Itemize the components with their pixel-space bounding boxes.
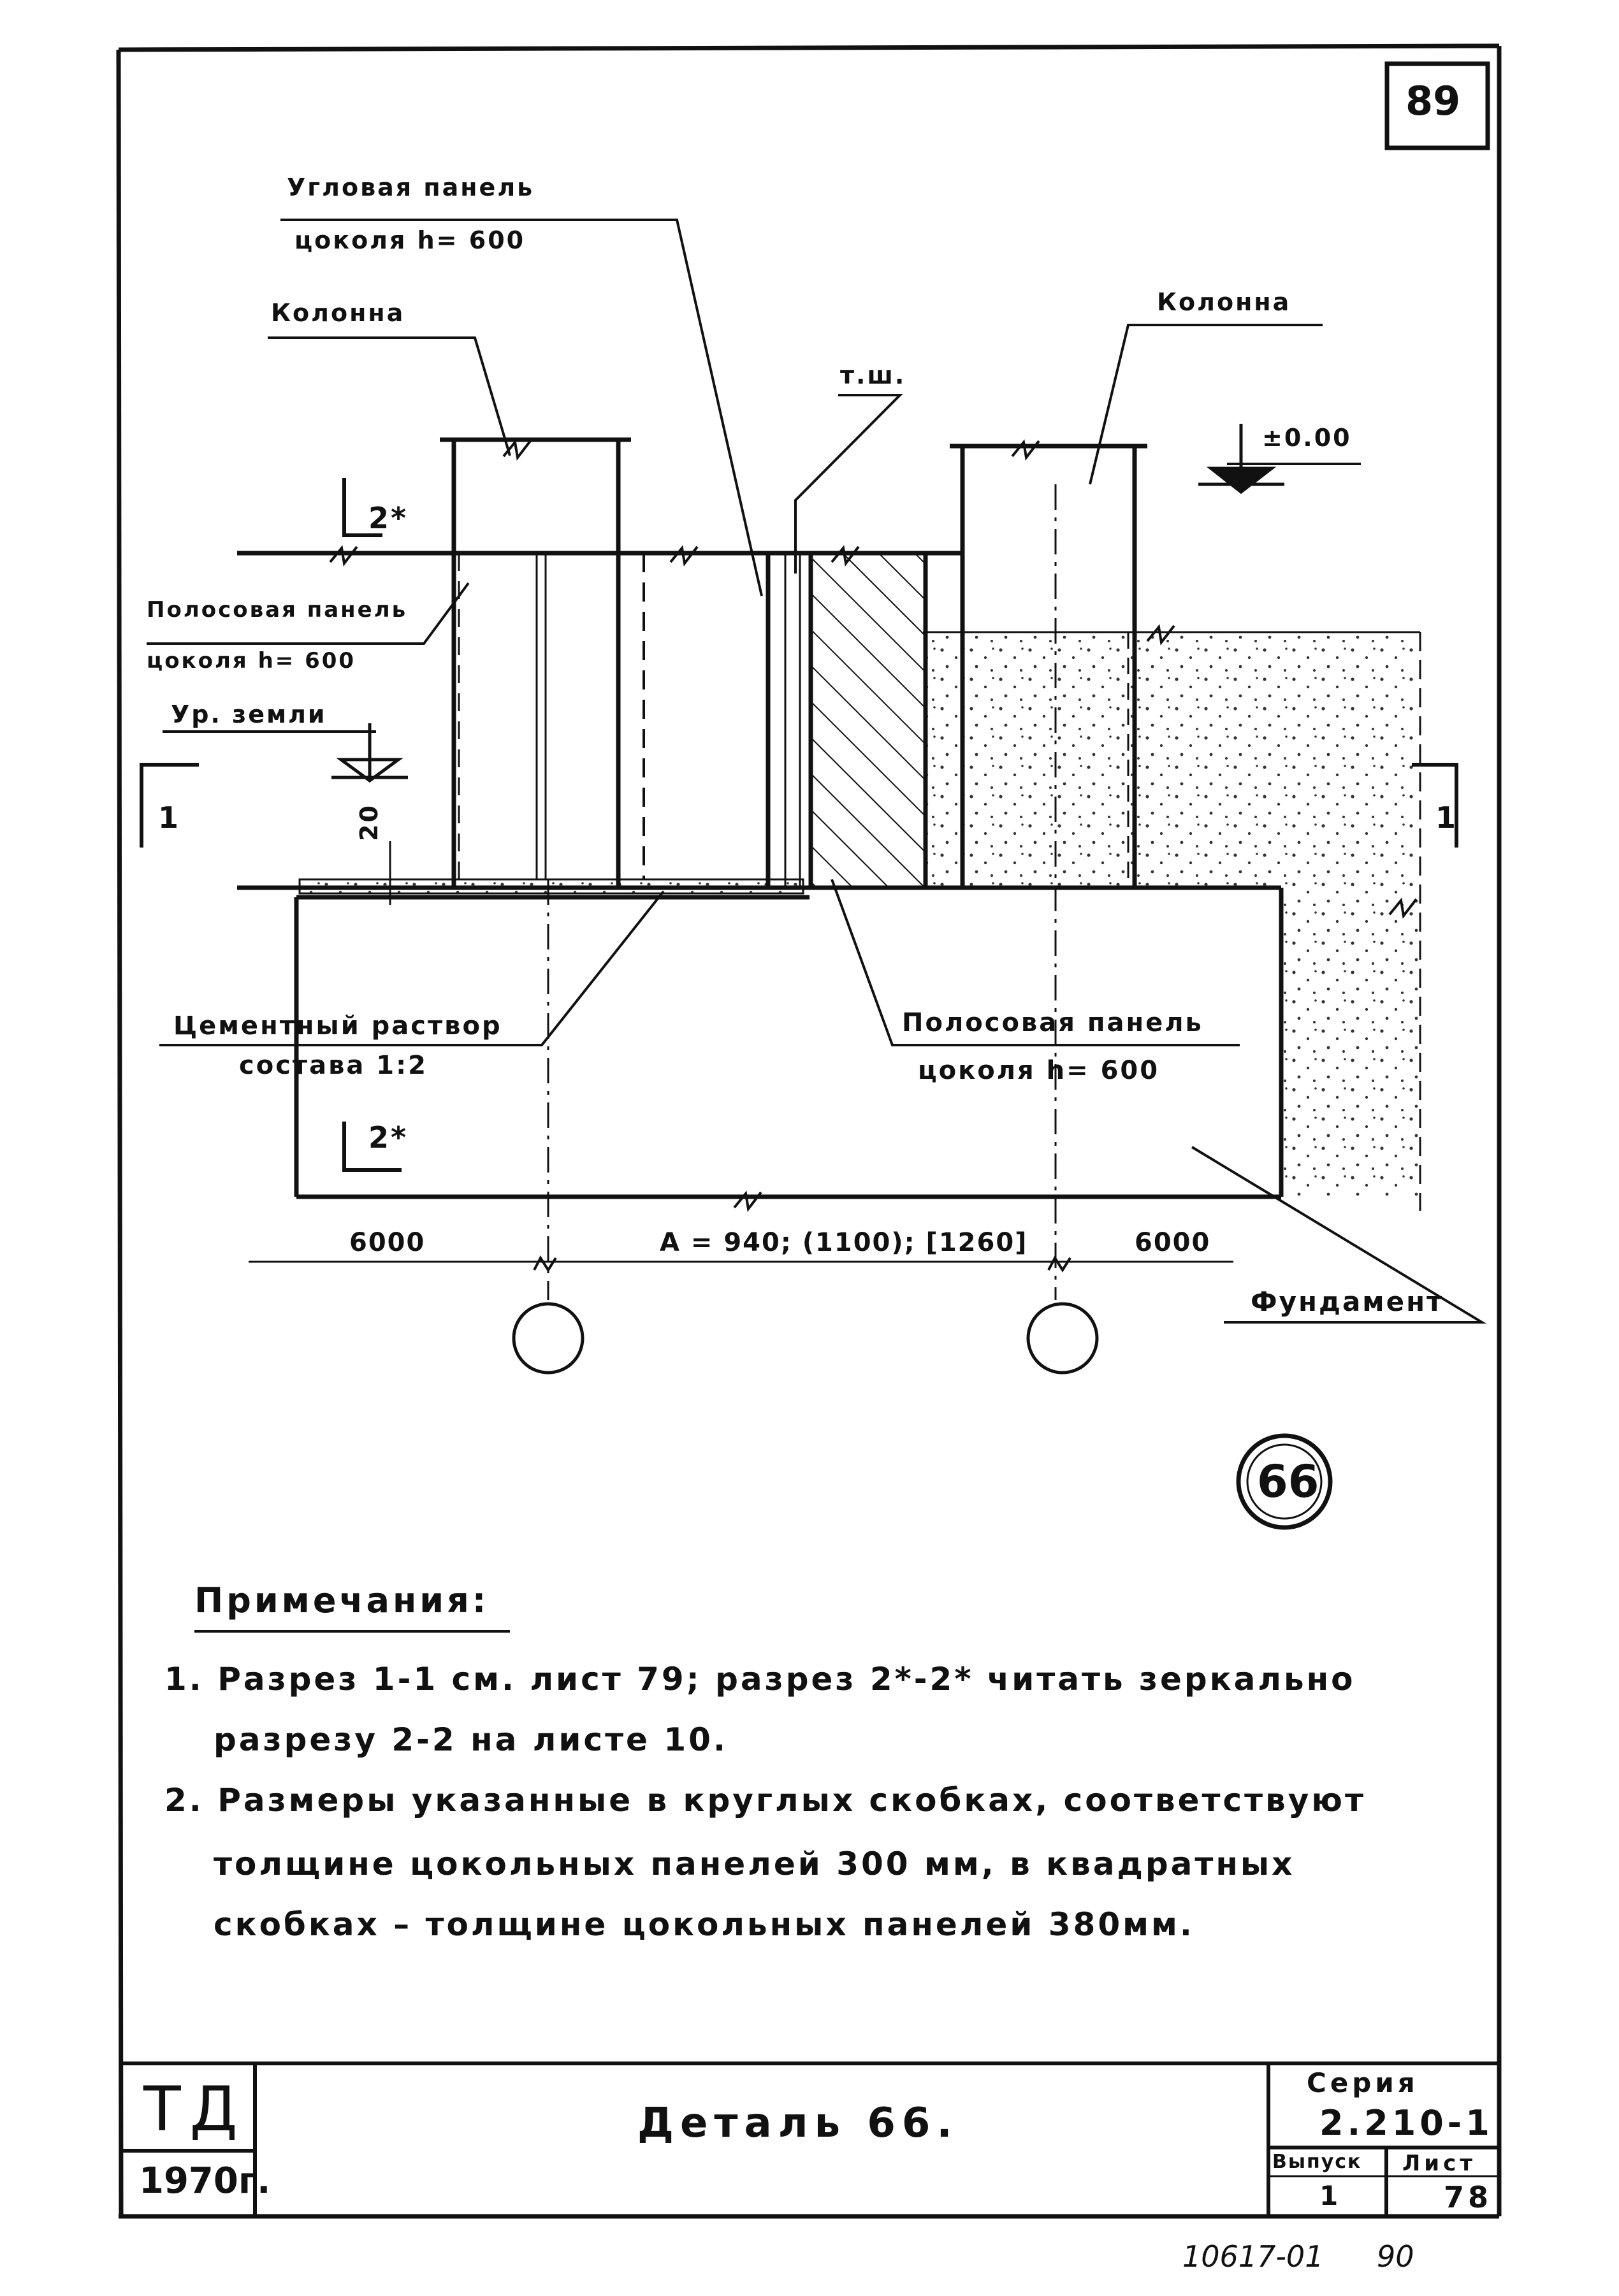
left-column: [440, 437, 631, 888]
label-ground-level: Ур. земли: [171, 700, 327, 728]
label-strip-panel-left-line2: цоколя h= 600: [147, 648, 356, 674]
note-line-2: разрезу 2-2 на листе 10.: [214, 1721, 728, 1758]
section-markers: [140, 478, 1458, 1172]
mortar-layer: [298, 878, 804, 895]
sheet-label: Лист: [1402, 2151, 1476, 2176]
label-corner-panel-line1: Угловая панель: [287, 173, 535, 201]
label-foundation: Фундамент: [1251, 1286, 1444, 1317]
label-column-left: Колонна: [271, 299, 405, 327]
dimension-left: 6000: [349, 1228, 426, 1257]
section-marker-1-right: 1: [1435, 800, 1458, 835]
series-value: 2.210-1: [1319, 2103, 1493, 2143]
label-corner-panel-line2: цоколя h= 600: [294, 226, 526, 254]
issue-label: Выпуск: [1272, 2151, 1362, 2173]
footer-code: 10617-01: [1182, 2239, 1324, 2274]
section-marker-2x-top: 2*: [368, 501, 409, 535]
elevation-marker-ground: [331, 723, 408, 783]
corner-panel: [237, 551, 962, 888]
sheet-number: 89: [1405, 78, 1461, 124]
label-dim-20: 20: [355, 804, 383, 841]
soil-fill-lower: [1281, 888, 1420, 1197]
label-cement-line2: состава 1:2: [239, 1051, 428, 1080]
label-tsh: т.ш.: [840, 361, 906, 389]
label-strip-panel-right-line1: Полосовая панель: [902, 1008, 1203, 1037]
issue-value: 1: [1319, 2180, 1342, 2211]
label-strip-panel-right-line2: цоколя h= 600: [918, 1056, 1160, 1085]
break-marks: [329, 439, 1418, 1273]
title-block-year: 1970г.: [139, 2160, 271, 2202]
grid-axis-circle-left: [512, 1302, 584, 1375]
title-block-org: ТД: [143, 2074, 247, 2145]
dimension-middle: А = 940; (1100); [1260]: [660, 1228, 1028, 1257]
leader-lines: [147, 219, 1487, 1324]
detail-number: 66: [1257, 1455, 1319, 1508]
right-column: [950, 444, 1147, 888]
note-line-5: скобках – толщине цокольных панелей 380м…: [214, 1906, 1194, 1943]
drawing-title: Деталь 66.: [637, 2100, 959, 2147]
sheet-value: 78: [1444, 2180, 1493, 2214]
section-marker-1-left: 1: [158, 800, 181, 835]
sheet-number-box: [1384, 61, 1490, 150]
soil-fill: [923, 632, 1414, 886]
label-cement-line1: Цементный раствор: [173, 1011, 502, 1041]
footer-page: 90: [1377, 2239, 1414, 2274]
strip-panel-hatched: [808, 551, 928, 890]
label-strip-panel-left-line1: Полосовая панель: [147, 597, 408, 623]
note-line-3: 2. Размеры указанные в круглых скобках, …: [164, 1782, 1366, 1819]
detail-number-circle: [1236, 1433, 1333, 1530]
label-column-right: Колонна: [1157, 288, 1291, 316]
elevation-marker-right: [1198, 424, 1284, 495]
note-line-1: 1. Разрез 1-1 см. лист 79; разрез 2*-2* …: [164, 1661, 1356, 1698]
label-elevation: ±0.00: [1262, 424, 1352, 452]
section-marker-2x-bottom: 2*: [368, 1120, 409, 1155]
grid-axis-circle-right: [1026, 1302, 1099, 1375]
dimension-right: 6000: [1135, 1228, 1211, 1257]
series-label: Серия: [1307, 2067, 1419, 2098]
notes-heading: Примечания:: [194, 1580, 490, 1621]
note-line-4: толщине цокольных панелей 300 мм, в квад…: [214, 1845, 1295, 1882]
title-block-lines: [121, 2061, 1499, 2216]
